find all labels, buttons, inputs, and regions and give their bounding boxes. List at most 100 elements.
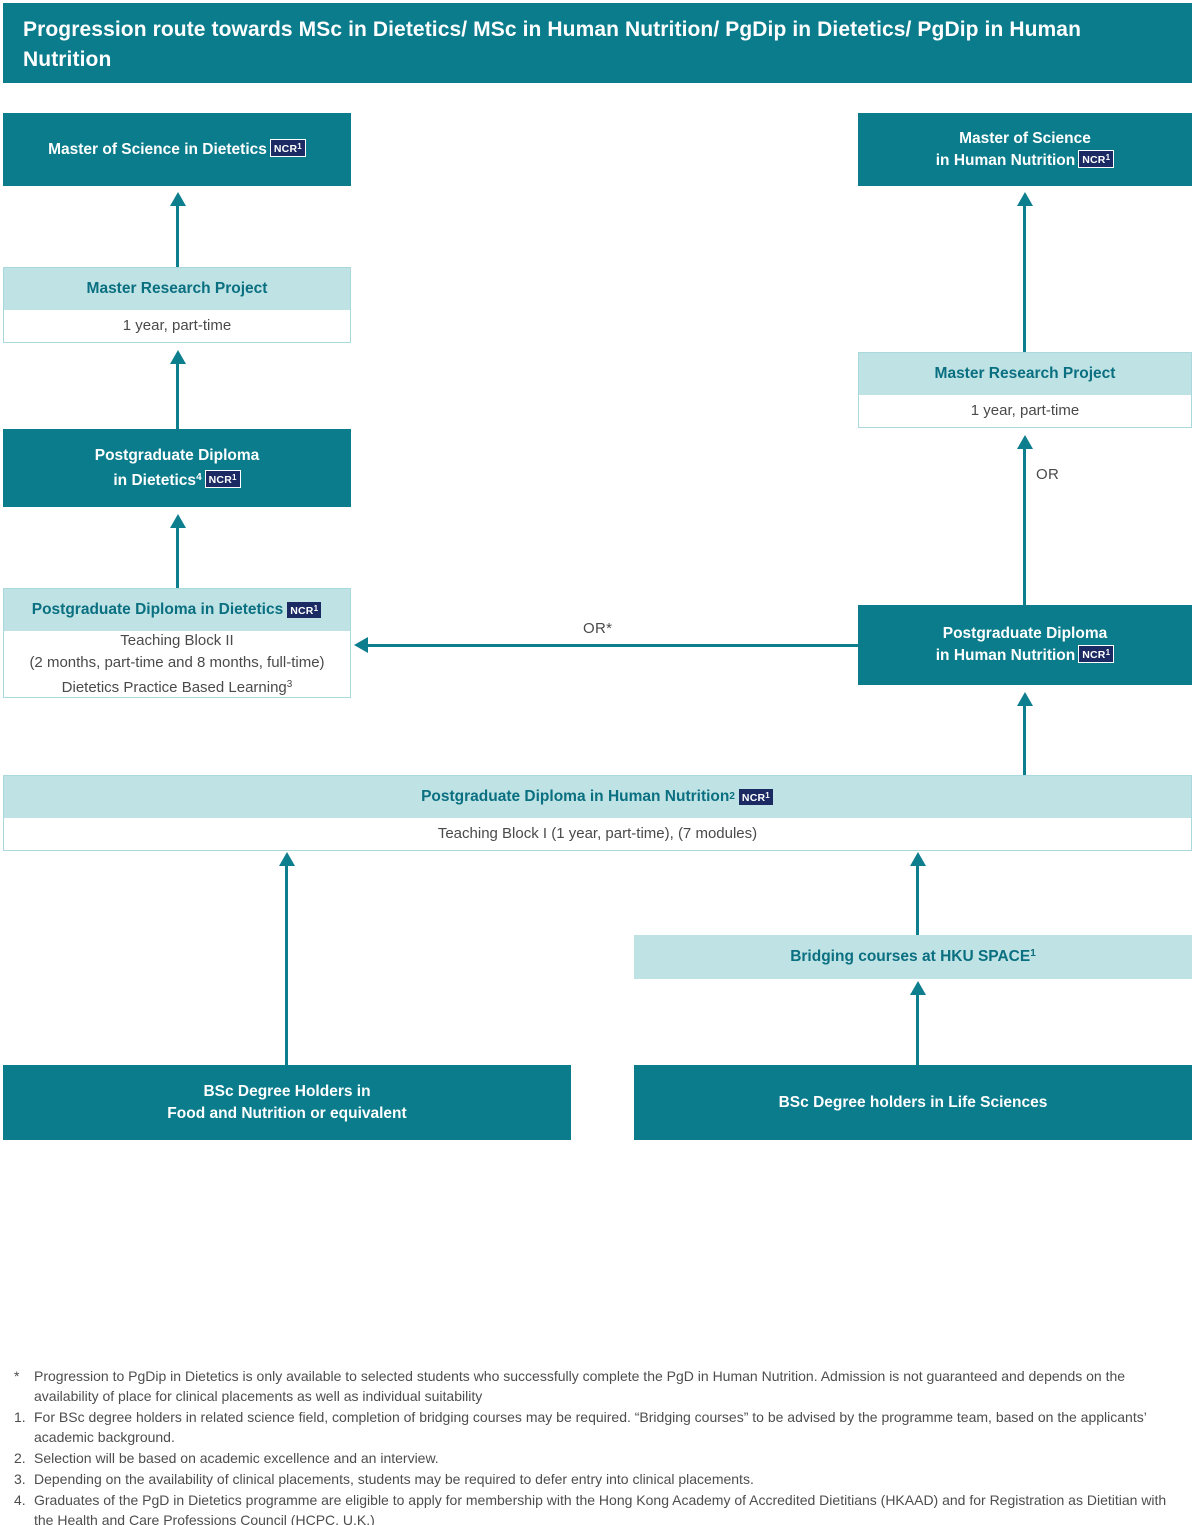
arrow-up-bsc-food-to-wide [279, 852, 295, 866]
ncr-badge: NCR1 [1078, 645, 1115, 663]
arrow-up-left-research-to-msc [170, 192, 186, 206]
node-pgd-in-human-nutrition-dark-line1: Postgraduate Diploma [942, 625, 1108, 642]
arrow-up-left-pgd-to-research [170, 350, 186, 364]
footnote-ref-2: 2 [729, 791, 735, 802]
diagram-header-banner: Progression route towards MSc in Dieteti… [3, 3, 1192, 83]
node-pgd-in-dietetics-light-head-label: Postgraduate Diploma in Dietetics [31, 601, 284, 618]
connector-left-research-to-msc [176, 205, 179, 267]
node-bsc-life-sciences-line1: BSc Degree holders in Life Sciences [778, 1093, 1048, 1111]
arrow-left-to-pgd-dietetics [354, 637, 368, 653]
node-bsc-food-and-nutrition-content: BSc Degree Holders in Food and Nutrition… [167, 1081, 406, 1125]
arrow-up-bridging-to-wide [910, 852, 926, 866]
arrow-up-right-pgd-to-research [1017, 435, 1033, 449]
connector-left-pgdlight-to-pgddark [176, 527, 179, 588]
footnote-item: * Progression to PgDip in Dietetics is o… [14, 1366, 1189, 1406]
connector-label-or: OR [1036, 466, 1060, 483]
node-master-research-project-left: Master Research Project 1 year, part-tim… [3, 267, 351, 343]
node-bsc-food-and-nutrition: BSc Degree Holders in Food and Nutrition… [3, 1065, 571, 1140]
node-pgd-in-human-nutrition-wide-body: Teaching Block I (1 year, part-time), (7… [4, 818, 1191, 850]
ncr-badge-sup: 1 [297, 141, 302, 151]
footnote-marker: 3. [14, 1471, 26, 1487]
footnote-item: 1. For BSc degree holders in related sci… [14, 1407, 1189, 1447]
node-bsc-food-and-nutrition-line1: BSc Degree Holders in [203, 1082, 371, 1100]
connector-wide-to-pgd-human-nutrition [1023, 705, 1026, 775]
footnote-item: 2. Selection will be based on academic e… [14, 1448, 1189, 1468]
footnote-item: 3. Depending on the availability of clin… [14, 1469, 1189, 1489]
node-master-research-project-right-head: Master Research Project [859, 353, 1191, 395]
ncr-badge: NCR1 [1078, 149, 1115, 168]
node-pgd-in-dietetics-light-body-line3: Dietetics Practice Based Learning [61, 678, 287, 696]
ncr-badge-label: NCR [1082, 153, 1106, 166]
arrow-up-left-pgdlight-to-pgddark [170, 514, 186, 528]
node-master-research-project-right: Master Research Project 1 year, part-tim… [858, 352, 1192, 428]
node-bridging-courses-label: Bridging courses at HKU SPACE [790, 948, 1031, 965]
connector-bsc-life-to-bridging [916, 994, 919, 1065]
footnote-text: Selection will be based on academic exce… [34, 1450, 439, 1466]
connector-label-or-star: OR* [583, 620, 613, 637]
connector-right-research-to-msc [1023, 205, 1026, 352]
ncr-badge: NCR1 [286, 601, 323, 619]
footnote-marker: * [14, 1368, 20, 1384]
connector-left-pgd-to-research [176, 363, 179, 429]
node-master-research-project-left-body: 1 year, part-time [4, 310, 350, 342]
ncr-badge-label: NCR [290, 605, 314, 617]
node-pgd-in-dietetics-dark-line2: in Dietetics [113, 471, 197, 489]
ncr-badge-label: NCR [741, 792, 766, 804]
connector-right-pgd-to-research [1023, 448, 1026, 605]
node-msc-in-human-nutrition-line2: in Human Nutrition [935, 151, 1076, 169]
ncr-badge-sup: 1 [313, 604, 319, 613]
footnote-ref-3: 3 [286, 678, 293, 690]
arrow-up-right-research-to-msc [1017, 192, 1033, 206]
footnote-marker: 1. [14, 1409, 26, 1425]
page-title: Progression route towards MSc in Dieteti… [23, 18, 1081, 71]
footnote-marker: 4. [14, 1492, 26, 1508]
node-bridging-courses-content: Bridging courses at HKU SPACE1 [790, 948, 1036, 966]
ncr-badge-sup: 1 [1105, 648, 1111, 657]
node-pgd-in-dietetics-light-body: Teaching Block II (2 months, part-time a… [4, 631, 350, 697]
node-master-research-project-right-body: 1 year, part-time [859, 395, 1191, 427]
footnote-text: Progression to PgDip in Dietetics is onl… [34, 1368, 1126, 1404]
arrow-up-wide-to-pgd-human-nutrition [1017, 692, 1033, 706]
node-pgd-in-human-nutrition-wide-head-label: Postgraduate Diploma in Human Nutrition [421, 788, 730, 805]
node-bsc-life-sciences: BSc Degree holders in Life Sciences [634, 1065, 1192, 1140]
footnote-item: 4. Graduates of the PgD in Dietetics pro… [14, 1490, 1189, 1525]
arrow-up-bsc-life-to-bridging [910, 981, 926, 995]
footnote-text: Graduates of the PgD in Dietetics progra… [34, 1492, 1167, 1525]
ncr-badge-label: NCR [208, 473, 232, 486]
connector-bridging-to-wide [916, 865, 919, 935]
ncr-badge-sup: 1 [1105, 152, 1111, 162]
ncr-badge-sup: 1 [231, 472, 237, 482]
footnotes-list: * Progression to PgDip in Dietetics is o… [14, 1366, 1189, 1525]
node-bsc-food-and-nutrition-line2: Food and Nutrition or equivalent [167, 1104, 407, 1122]
footnote-text: Depending on the availability of clinica… [34, 1471, 754, 1487]
node-pgd-in-dietetics-light-body-line3-wrap: Dietetics Practice Based Learning3 [62, 674, 293, 699]
footnote-ref-1: 1 [1030, 948, 1036, 959]
ncr-badge-sup: 1 [765, 791, 770, 800]
connector-bsc-food-to-wide [285, 865, 288, 1065]
ncr-badge-label: NCR [1082, 649, 1106, 661]
footnote-ref-4: 4 [196, 471, 202, 483]
ncr-badge: NCR1 [204, 469, 241, 488]
node-pgd-in-dietetics-dark-line1: Postgraduate Diploma [94, 446, 260, 464]
node-msc-in-dietetics-line1: Master of Science in Dietetics [48, 140, 267, 158]
footnote-text: For BSc degree holders in related scienc… [34, 1409, 1147, 1445]
ncr-badge: NCR1 [737, 788, 774, 806]
node-pgd-in-dietetics-light-body-line2: (2 months, part-time and 8 months, full-… [29, 653, 325, 671]
node-bridging-courses: Bridging courses at HKU SPACE1 [634, 935, 1192, 979]
node-master-research-project-left-head: Master Research Project [4, 268, 350, 310]
